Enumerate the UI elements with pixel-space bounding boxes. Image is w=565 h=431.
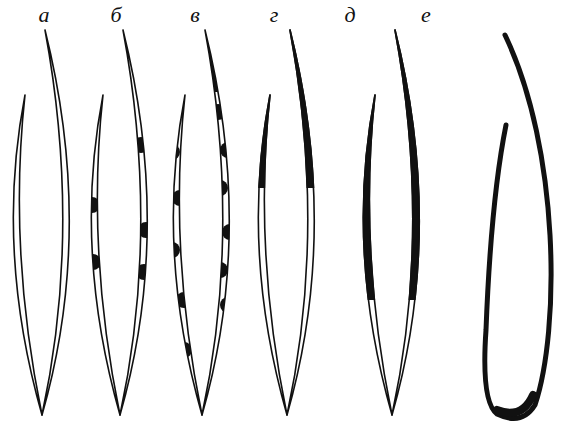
leaf-d — [363, 30, 419, 415]
figure-letter: г — [270, 4, 279, 26]
leaf-a — [13, 30, 69, 415]
leaf-g — [258, 30, 314, 415]
leaf-b — [84, 30, 154, 415]
leaf-e-base — [497, 395, 533, 413]
figure-letter: а — [39, 4, 50, 26]
leaf-v — [164, 30, 238, 415]
figure-letter: б — [110, 4, 121, 26]
leaf-e — [485, 35, 551, 418]
figure-letter: в — [190, 4, 200, 26]
figure-letter: д — [344, 4, 355, 26]
figure-letter: е — [421, 4, 431, 26]
